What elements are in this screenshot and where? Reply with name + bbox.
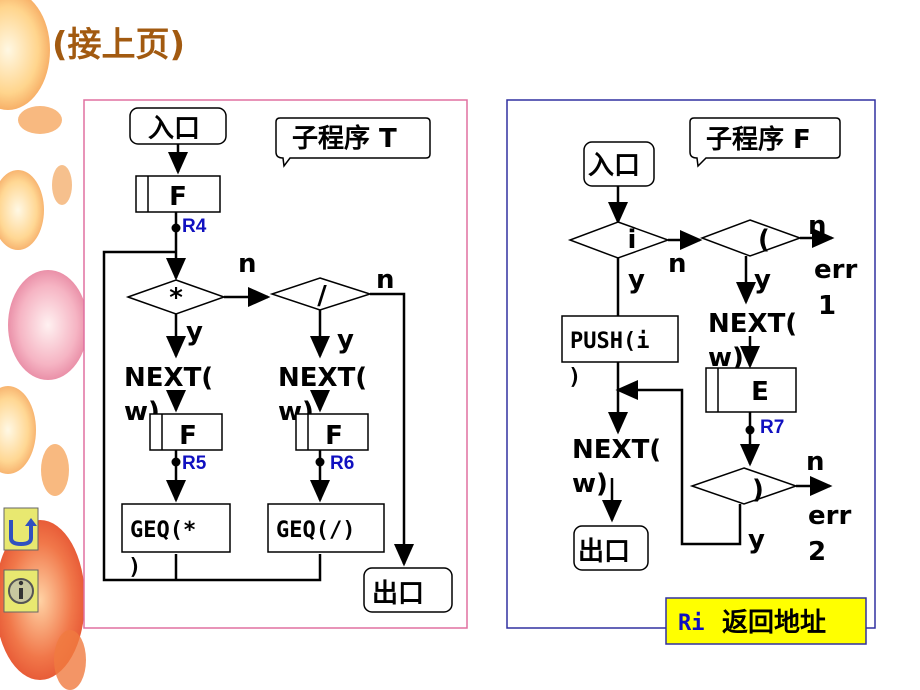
- n-label: n: [806, 447, 825, 477]
- decision-rparen: [689, 467, 799, 505]
- call-f-label: F: [325, 421, 343, 451]
- geq-label: GEQ(*: [130, 518, 196, 543]
- geq-slash-box: [267, 503, 385, 553]
- push-label: PUSH(i: [570, 329, 649, 354]
- lparen-label: (: [758, 225, 770, 255]
- exit-box: [363, 567, 453, 613]
- info-button[interactable]: [3, 569, 39, 613]
- legend-box: [665, 597, 867, 645]
- err-label: 1: [818, 291, 836, 321]
- slash-label: /: [317, 281, 327, 311]
- next-label: NEXT(: [708, 309, 797, 339]
- entry-label: 入口: [148, 114, 200, 144]
- r7-label: R7: [760, 417, 784, 438]
- err-label: err: [814, 255, 857, 285]
- err-label: 2: [808, 537, 826, 567]
- call-f-label: F: [179, 421, 197, 451]
- n-label: n: [238, 249, 257, 279]
- exit-label: 出口: [372, 579, 424, 609]
- geq-star-box: [121, 503, 231, 553]
- y-label: y: [748, 525, 765, 555]
- y-label: y: [337, 325, 354, 355]
- next-label: NEXT(: [278, 363, 367, 393]
- y-label: y: [754, 265, 771, 295]
- return-point-dot: [315, 457, 325, 467]
- decor-flowers: [0, 0, 88, 690]
- err-label: err: [808, 501, 851, 531]
- entry-label: 入口: [588, 151, 640, 181]
- flow-line: [370, 292, 414, 567]
- geq-label: GEQ(/): [276, 518, 355, 543]
- i-label: i: [628, 225, 637, 255]
- return-button[interactable]: [3, 507, 39, 551]
- push-label: ): [568, 365, 581, 390]
- info-icon: [8, 578, 34, 604]
- callout-label: 子程序 T: [292, 123, 397, 154]
- return-point-dot: [171, 457, 181, 467]
- subroutine-t-callout: 子程序 T: [275, 117, 431, 168]
- r5-label: R5: [182, 453, 207, 474]
- push-box: [561, 315, 679, 363]
- subroutine-f-panel: [506, 99, 876, 629]
- legend-ri: Ri: [678, 611, 705, 636]
- loop-line: [615, 380, 742, 546]
- y-label: y: [186, 317, 203, 347]
- rparen-label: ): [752, 475, 764, 505]
- call-f-box: [135, 175, 221, 213]
- call-e-box: [705, 367, 797, 413]
- call-e-label: E: [751, 377, 769, 407]
- y-label: y: [628, 265, 645, 295]
- r4-label: R4: [182, 216, 207, 237]
- geq-label: ): [128, 555, 141, 580]
- subroutine-f-callout: 子程序 F: [689, 117, 841, 168]
- callout-label: 子程序 F: [706, 124, 811, 155]
- return-icon: [9, 518, 37, 547]
- next-label: NEXT(: [572, 435, 661, 465]
- legend-text: 返回地址: [722, 608, 826, 638]
- return-point-dot: [171, 223, 181, 233]
- call-f-label: F: [169, 182, 187, 212]
- call-f-box: [149, 413, 223, 451]
- n-label: n: [668, 249, 687, 279]
- star-label: *: [169, 283, 183, 313]
- page-title: (接上页): [52, 25, 185, 65]
- r6-label: R6: [330, 453, 354, 474]
- exit-label: 出口: [578, 537, 630, 567]
- n-label: n: [808, 211, 827, 241]
- exit-box: [573, 525, 649, 571]
- return-point-dot: [745, 425, 755, 435]
- next-label: w): [572, 469, 608, 499]
- n-label: n: [376, 265, 395, 295]
- decision-lparen: [699, 219, 803, 257]
- call-f-box: [295, 413, 369, 451]
- loop-line: [102, 250, 322, 582]
- next-label: NEXT(: [124, 363, 213, 393]
